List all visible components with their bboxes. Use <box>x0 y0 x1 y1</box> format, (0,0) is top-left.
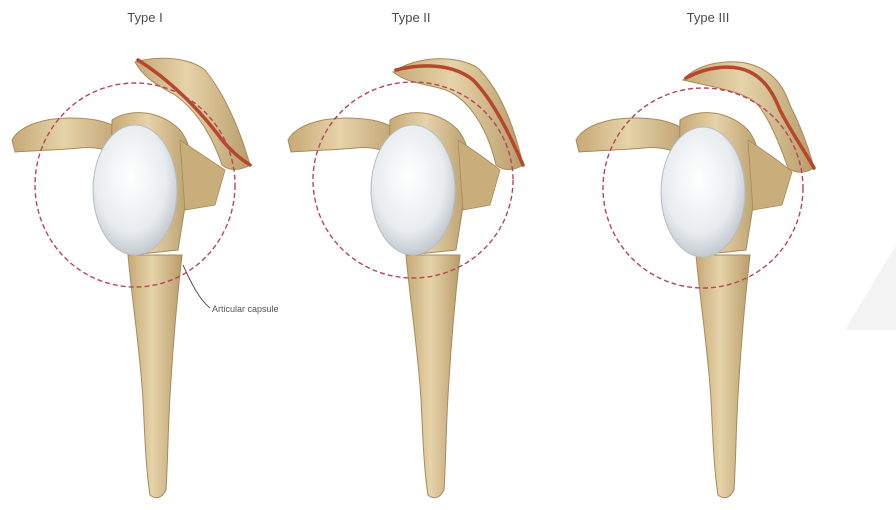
glenoid-fossa <box>661 127 745 257</box>
watermark-shape <box>845 245 896 330</box>
callout-label: Articular capsule <box>212 304 279 314</box>
panel-title: Type I <box>127 10 162 25</box>
panel-type-2: Type II <box>288 10 523 498</box>
scapula-shaft <box>406 255 460 498</box>
glenoid-fossa <box>93 125 177 255</box>
panel-type-1: Type I Articular capsule <box>12 10 279 498</box>
scapula-shaft <box>128 255 182 498</box>
panel-type-3: Type III <box>576 10 814 498</box>
glenoid-fossa <box>371 125 455 255</box>
callout-line <box>183 265 210 308</box>
panel-title: Type II <box>391 10 430 25</box>
scapula-shaft <box>696 255 750 498</box>
panel-title: Type III <box>687 10 730 25</box>
